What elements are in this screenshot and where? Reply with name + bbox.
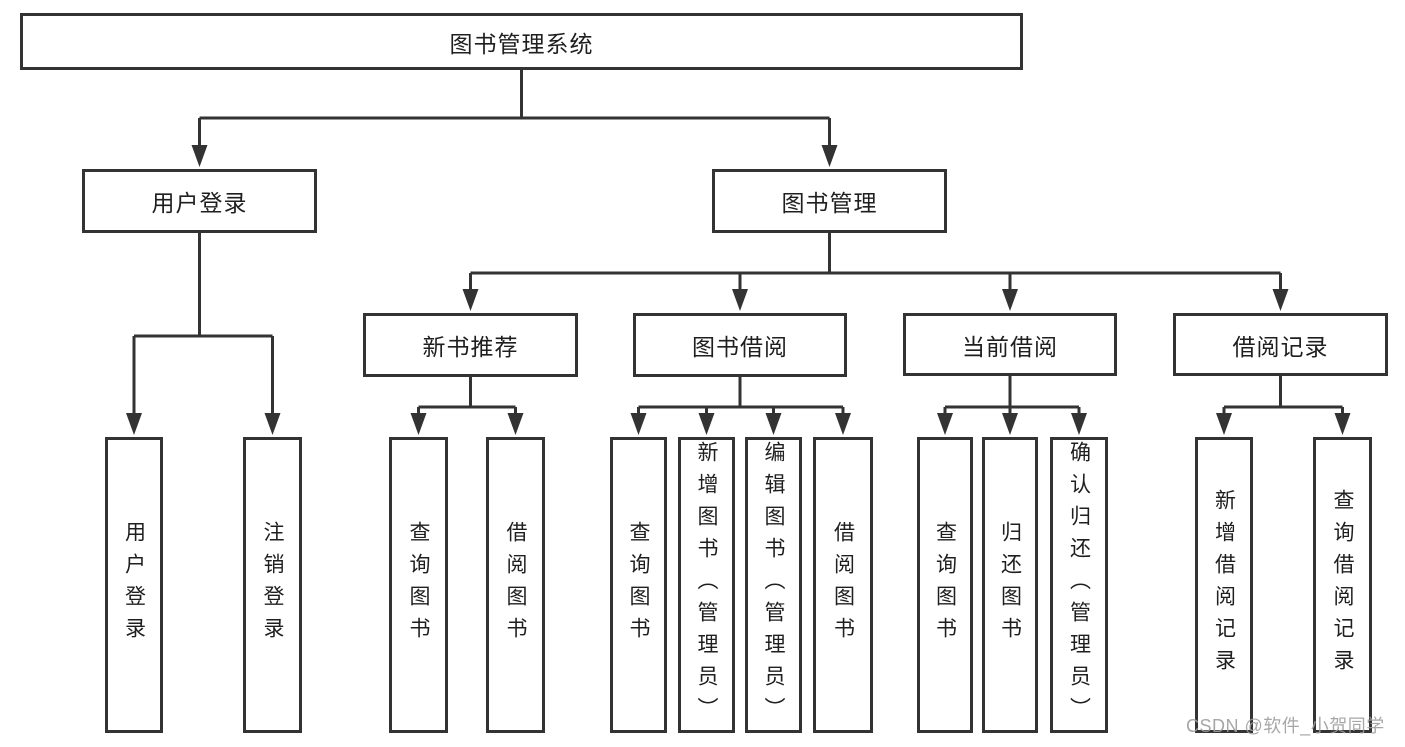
leaf-label: 编辑图书（管理员）	[762, 441, 785, 729]
node-leaf-confirm-return-admin: 确认归还（管理员）	[1050, 437, 1108, 733]
node-book-management: 图书管理	[712, 169, 947, 233]
node-library-management-system: 图书管理系统	[20, 13, 1023, 70]
node-leaf-query-books-1: 查询图书	[389, 437, 448, 733]
arrow-down-icon	[126, 413, 142, 435]
node-new-book-recommendation: 新书推荐	[363, 313, 578, 377]
arrow-down-icon	[1216, 413, 1232, 435]
arrow-down-icon	[507, 413, 524, 435]
node-leaf-user-login: 用户登录	[105, 437, 163, 733]
leaf-label: 查询图书	[407, 521, 430, 649]
node-leaf-query-books-3: 查询图书	[917, 437, 973, 733]
connector-borrow-records-to-children	[1216, 376, 1351, 435]
node-leaf-borrow-books-1: 借阅图书	[486, 437, 545, 733]
leaf-label: 查询图书	[933, 521, 957, 649]
connector-user-login-to-children	[126, 233, 281, 435]
leaf-label: 查询借阅记录	[1331, 489, 1354, 681]
node-leaf-logout: 注销登录	[243, 437, 302, 733]
node-leaf-query-books-2: 查询图书	[610, 437, 667, 733]
arrow-down-icon	[410, 413, 427, 435]
arrow-down-icon	[1334, 413, 1351, 435]
arrow-down-icon	[937, 413, 953, 435]
leaf-label: 归还图书	[998, 521, 1022, 649]
connector-book-borrow-to-children	[630, 377, 851, 435]
connector-root-to-level2	[191, 70, 838, 167]
leaf-label: 用户登录	[122, 521, 146, 649]
arrow-down-icon	[1002, 289, 1018, 311]
csdn-watermark: CSDN @软件_小贺同学	[1186, 716, 1385, 736]
leaf-label: 新增借阅记录	[1212, 489, 1236, 681]
arrow-down-icon	[765, 413, 782, 435]
leaf-label: 查询图书	[627, 521, 650, 649]
connector-new-book-to-children	[410, 377, 524, 435]
node-user-login: 用户登录	[82, 169, 317, 233]
leaf-label: 借阅图书	[831, 521, 855, 649]
arrow-down-icon	[732, 289, 748, 311]
leaf-label: 确认归还（管理员）	[1067, 441, 1091, 729]
node-leaf-add-books-admin: 新增图书（管理员）	[678, 437, 735, 733]
node-leaf-add-borrow-record: 新增借阅记录	[1195, 437, 1253, 733]
arrow-down-icon	[698, 413, 715, 435]
arrow-down-icon	[191, 145, 208, 167]
arrow-down-icon	[630, 413, 647, 435]
leaf-label: 注销登录	[261, 521, 284, 649]
arrow-down-icon	[1002, 413, 1018, 435]
leaf-label: 借阅图书	[504, 521, 527, 649]
connector-book-management-to-level3	[462, 233, 1289, 311]
node-leaf-return-books: 归还图书	[982, 437, 1038, 733]
node-current-borrowing: 当前借阅	[903, 313, 1117, 376]
arrow-down-icon	[1071, 413, 1087, 435]
arrow-down-icon	[1272, 289, 1289, 311]
node-borrowing-records: 借阅记录	[1173, 313, 1388, 376]
arrow-down-icon	[462, 289, 479, 311]
node-leaf-query-borrow-record: 查询借阅记录	[1313, 437, 1372, 733]
arrow-down-icon	[821, 145, 838, 167]
arrow-down-icon	[835, 413, 851, 435]
node-book-borrowing: 图书借阅	[633, 313, 847, 377]
node-leaf-edit-books-admin: 编辑图书（管理员）	[745, 437, 802, 733]
connector-current-borrow-to-children	[937, 376, 1087, 435]
leaf-label: 新增图书（管理员）	[695, 441, 718, 729]
node-leaf-borrow-books-2: 借阅图书	[813, 437, 873, 733]
arrow-down-icon	[264, 413, 281, 435]
